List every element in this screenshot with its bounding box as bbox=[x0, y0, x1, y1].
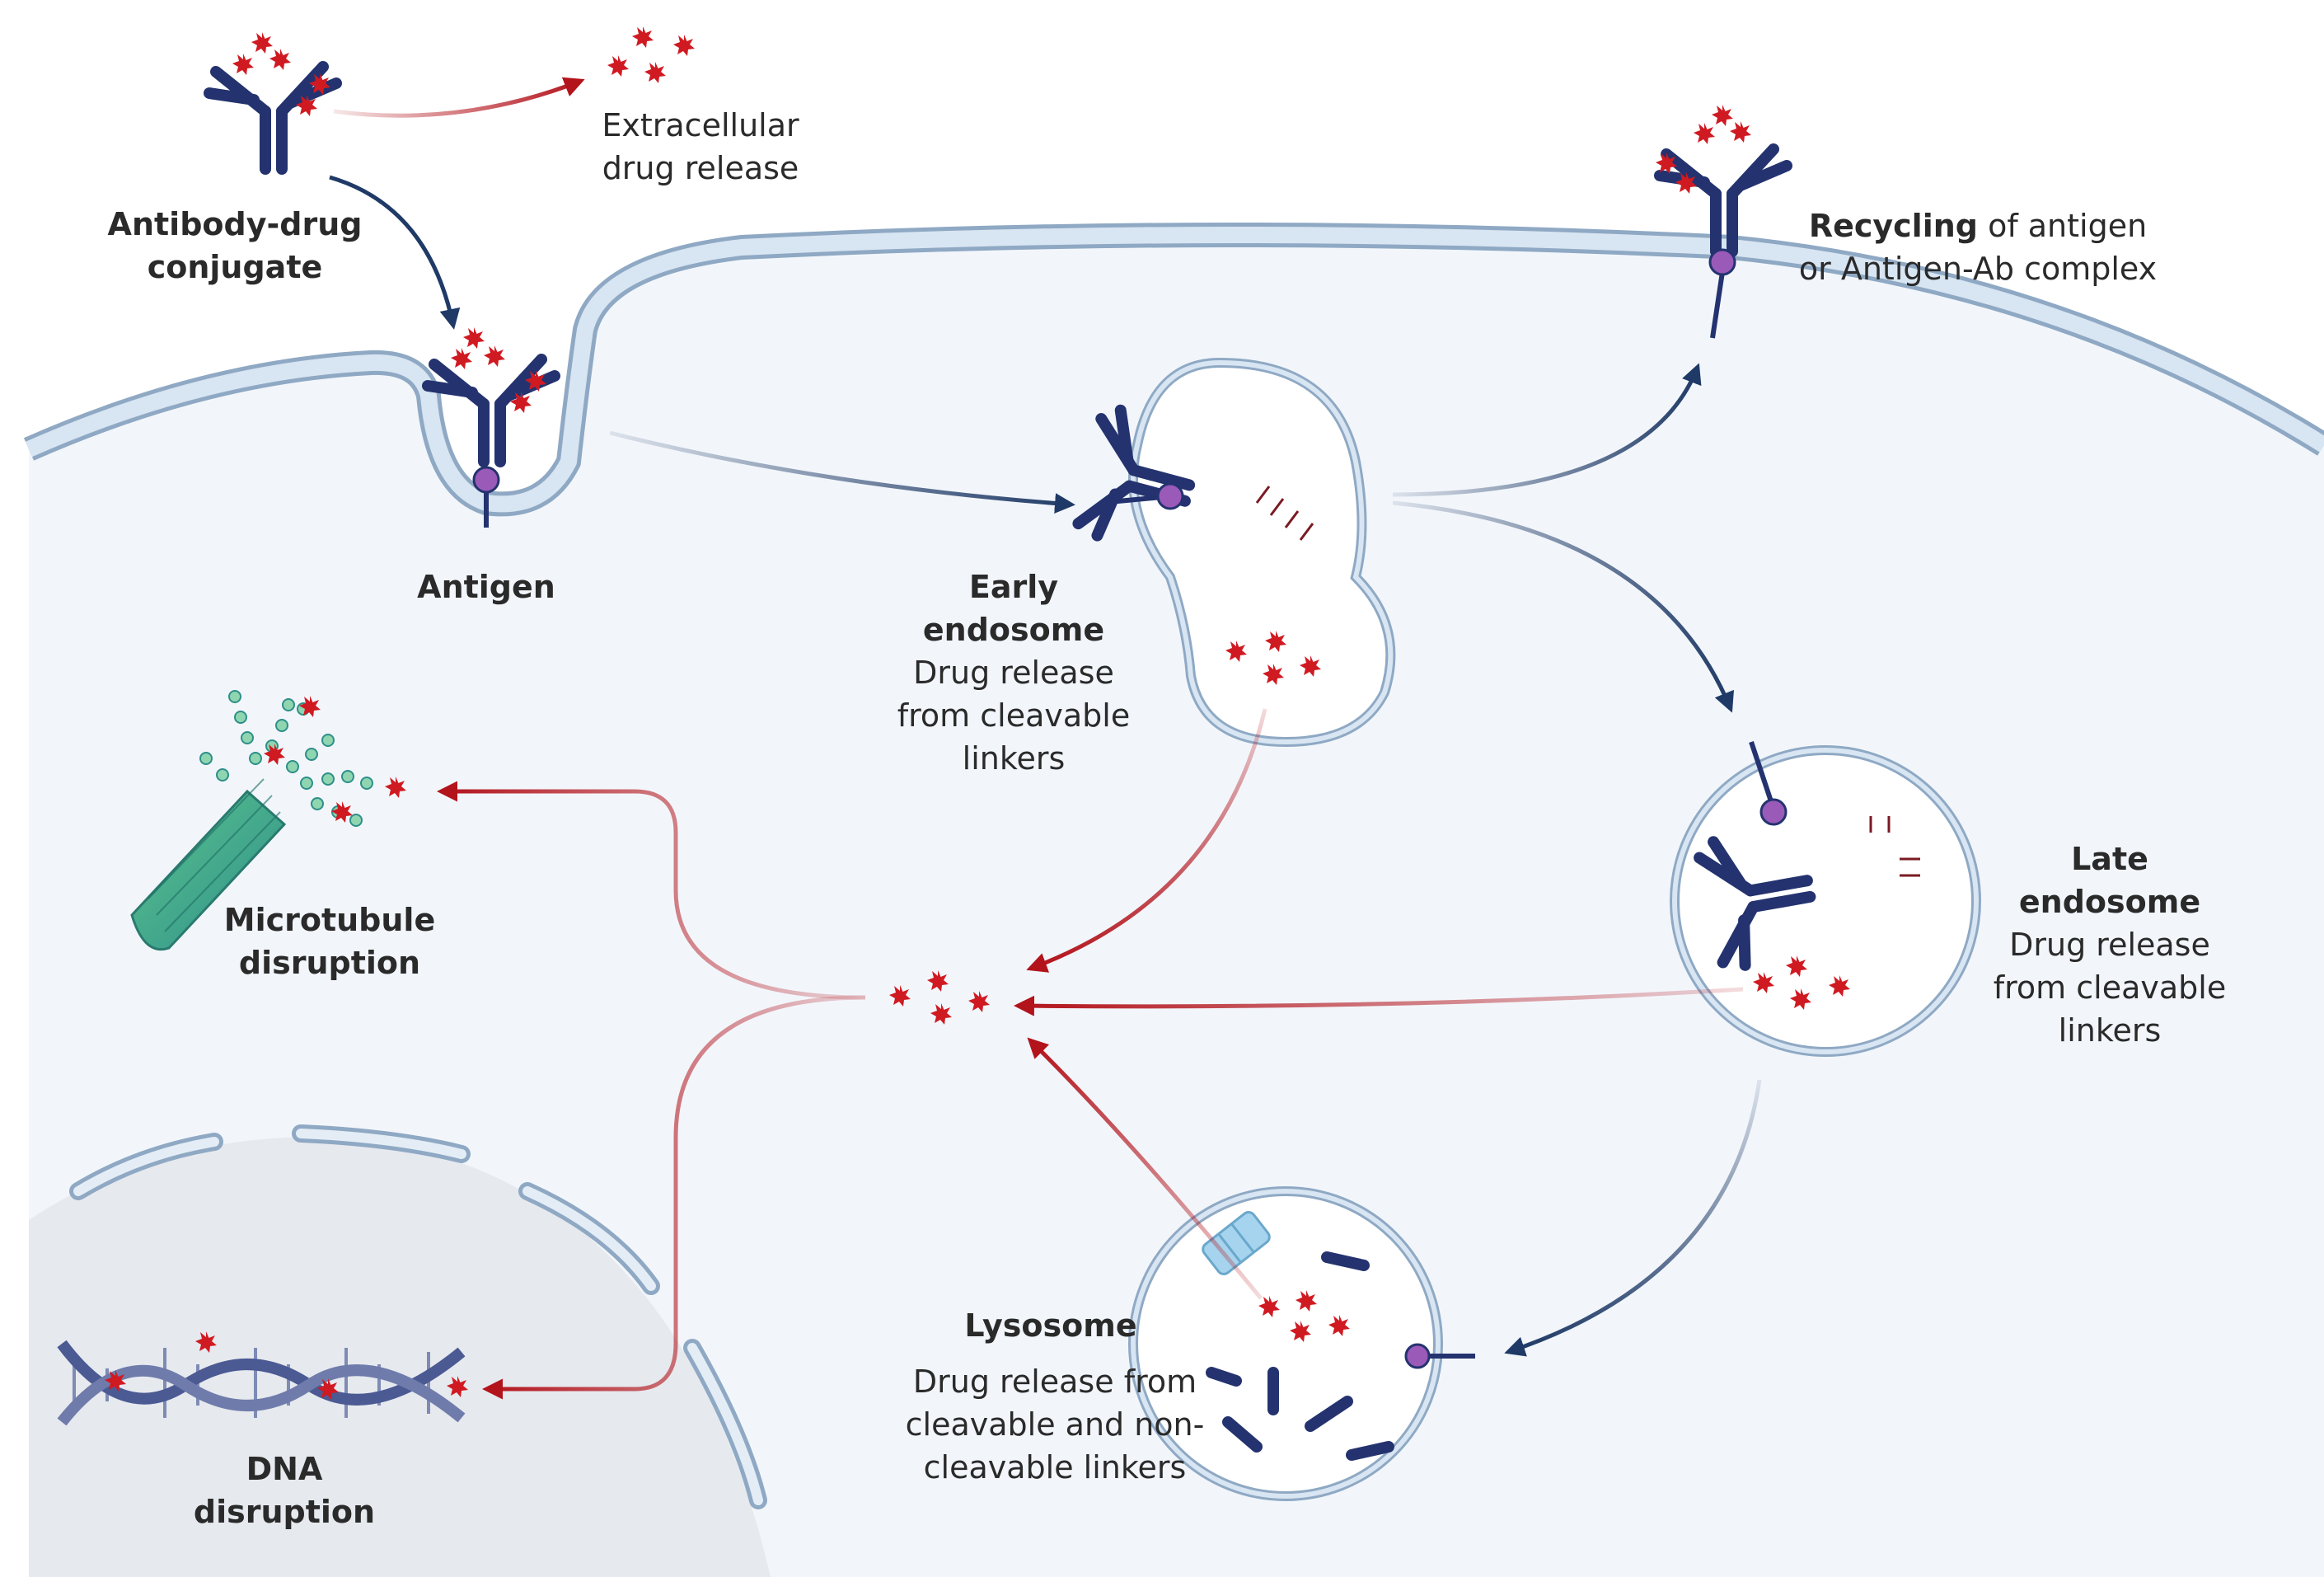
drug-star-icon bbox=[607, 26, 695, 83]
arrow-early-to-cytosol bbox=[1026, 708, 1267, 973]
antigen-icon bbox=[1708, 248, 1736, 339]
nucleus bbox=[29, 1137, 771, 1577]
microtubule-label-line-2: disruption bbox=[238, 945, 421, 981]
arrow-to-microtubule bbox=[437, 781, 866, 1000]
transporter-icon bbox=[1202, 1210, 1271, 1276]
recycling-rest: of antigen bbox=[1977, 208, 2148, 244]
recycling-label: Recycling of antigen or Antigen-Ab compl… bbox=[1788, 204, 2167, 290]
lysosome-antibody-fragments bbox=[1206, 1251, 1394, 1461]
lysosome-antigen-icon bbox=[1404, 1343, 1475, 1369]
recycling-label-line-3: complex bbox=[2024, 251, 2158, 287]
adc-label-line-2: conjugate bbox=[147, 249, 323, 285]
recycling-label-line-2: or Antigen-Ab bbox=[1798, 251, 2014, 287]
antigen-icon bbox=[472, 466, 500, 528]
lysosome-desc-line-1: Drug release from bbox=[912, 1363, 1197, 1400]
recycling-label-line-1: Recycling of antigen bbox=[1809, 208, 2147, 244]
antigen-icon bbox=[1099, 482, 1184, 510]
antigen-icon bbox=[1749, 741, 1788, 826]
lysosome-title-text: Lysosome bbox=[964, 1307, 1137, 1344]
arrow-extracellular-release bbox=[333, 77, 585, 118]
lysosome-title: Lysosome bbox=[919, 1304, 1183, 1347]
extracellular-label-line-1: Extracellular bbox=[602, 107, 799, 143]
arrow-adc-to-cell bbox=[329, 175, 461, 330]
arrow-to-late-endosome bbox=[1392, 500, 1734, 713]
arrow-to-dna bbox=[482, 995, 866, 1400]
extracellular-label: Extracellular drug release bbox=[569, 104, 832, 190]
lysosome-desc-line-2: cleavable and non- bbox=[905, 1406, 1205, 1443]
dna-label: DNA disruption bbox=[161, 1448, 408, 1533]
arrow-lysosome-to-cytosol bbox=[1027, 1037, 1263, 1300]
microtubule-icon bbox=[130, 690, 406, 950]
late-desc-line-3: linkers bbox=[2058, 1012, 2162, 1049]
early-endosome-label: Early endosome Drug release from cleavab… bbox=[874, 566, 1154, 780]
early-desc-line-2: from cleavable bbox=[897, 697, 1131, 734]
dna-helix-icon bbox=[57, 1331, 468, 1426]
early-desc-line-3: linkers bbox=[962, 740, 1066, 777]
dna-label-line-1: DNA bbox=[246, 1451, 323, 1487]
arrow-late-to-cytosol bbox=[1014, 987, 1744, 1016]
dna-label-line-2: disruption bbox=[193, 1494, 376, 1530]
late-title-line-1: Late bbox=[2071, 841, 2148, 877]
early-title-line-1: Early bbox=[968, 569, 1059, 605]
lysosome-desc-line-3: cleavable linkers bbox=[923, 1449, 1187, 1485]
antigen-label: Antigen bbox=[396, 566, 577, 608]
late-title-line-2: endosome bbox=[2018, 884, 2201, 920]
arrow-to-lysosome bbox=[1504, 1079, 1762, 1357]
microtubule-label: Microtubule disruption bbox=[198, 899, 462, 984]
late-desc-line-2: from cleavable bbox=[1993, 969, 2227, 1006]
late-desc-line-1: Drug release bbox=[2009, 927, 2210, 963]
extracellular-label-line-2: drug release bbox=[602, 150, 799, 186]
lysosome-desc: Drug release from cleavable and non- cle… bbox=[894, 1360, 1216, 1489]
early-title-line-2: endosome bbox=[922, 612, 1105, 648]
late-endosome-label: Late endosome Drug release from cleavabl… bbox=[1970, 838, 2250, 1052]
arrow-internalization bbox=[609, 430, 1075, 514]
adc-label-line-1: Antibody-drug bbox=[107, 206, 363, 242]
recycling-bold: Recycling bbox=[1808, 208, 1978, 244]
microtubule-label-line-1: Microtubule bbox=[223, 902, 436, 938]
adc-label: Antibody-drug conjugate bbox=[91, 203, 379, 289]
early-desc-line-1: Drug release bbox=[913, 655, 1114, 691]
antigen-label-text: Antigen bbox=[417, 569, 555, 605]
arrow-to-recycling bbox=[1392, 363, 1702, 497]
